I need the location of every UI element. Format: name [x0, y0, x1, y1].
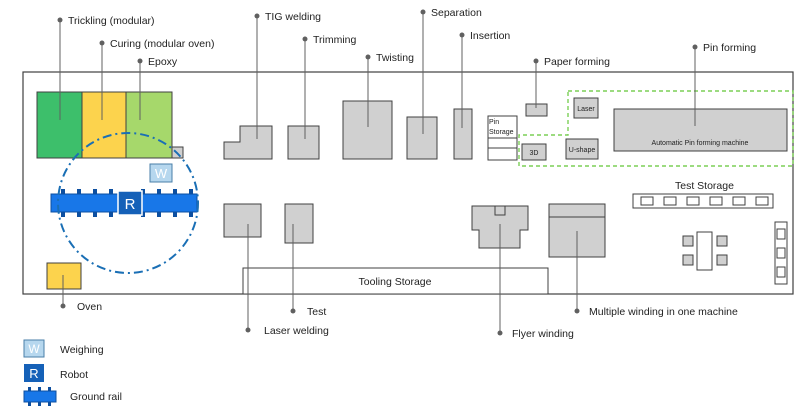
pin-forming-label: Pin forming: [703, 42, 756, 54]
insertion-machine: [453, 108, 473, 160]
robot-reach-circle: [57, 132, 199, 274]
automatic-pin-forming-machine: [613, 108, 788, 152]
tooling-storage-label: Tooling Storage: [359, 276, 432, 288]
twisting-label: Twisting: [376, 52, 414, 64]
pin-storage-label-line2: Storage: [489, 129, 514, 136]
three-d-label: 3D: [530, 150, 539, 157]
leader-lines: [59, 12, 696, 333]
three-d-station: [521, 143, 547, 161]
flyer-winding-label: Flyer winding: [512, 328, 574, 340]
test-storage-label: Test Storage: [675, 180, 734, 192]
legend: W Weighing R Robot Ground rail: [23, 339, 122, 406]
automatic-pin-forming-label: Automatic Pin forming machine: [652, 140, 749, 147]
legend-ground-rail-label: Ground rail: [70, 391, 122, 403]
laser-welding-label: Laser welding: [264, 325, 329, 337]
oven-label: Oven: [77, 301, 102, 313]
robot: [117, 190, 143, 216]
tooling-storage: [242, 267, 549, 295]
legend-weighing-swatch: [23, 339, 45, 358]
legend-ground-rail-swatch: [23, 387, 57, 406]
insertion-label: Insertion: [470, 30, 510, 42]
laser-label: Laser: [577, 106, 595, 113]
oven: [46, 262, 82, 290]
legend-robot-swatch: [24, 364, 44, 382]
curing-module: [81, 91, 127, 159]
legend-weighing-label: Weighing: [60, 344, 104, 356]
meeting-table: [682, 231, 728, 271]
test-storage-rack: [632, 193, 774, 209]
laser-welding-machine: [223, 203, 262, 238]
laser-station: [573, 97, 599, 119]
paper-forming-label: Paper forming: [544, 56, 610, 68]
separation-machine: [406, 116, 438, 160]
robot-marker: R: [125, 196, 136, 213]
separation-label: Separation: [431, 7, 482, 19]
u-shape-station: [565, 138, 599, 160]
trickling-label: Trickling (modular): [68, 15, 155, 27]
multiple-winding-label: Multiple winding in one machine: [589, 306, 738, 318]
tig-welding-machine: [223, 125, 273, 160]
u-shape-label: U-shape: [569, 147, 596, 154]
flyer-winding-unit: [494, 205, 506, 216]
pin-forming-zone: [518, 90, 794, 167]
trimming-label: Trimming: [313, 34, 357, 46]
tig-welding-label: TIG welding: [265, 11, 321, 23]
legend-weighing-icon: W: [28, 342, 40, 356]
test-label: Test: [307, 306, 326, 318]
weighing-marker: W: [155, 166, 168, 181]
cabinet: [774, 221, 788, 285]
pin-storage-label-line1: Pin: [489, 119, 499, 126]
trimming-machine: [287, 125, 320, 160]
pin-storage: [487, 115, 518, 161]
leader-dots: [57, 9, 698, 336]
test-machine: [284, 203, 314, 244]
curing-label: Curing (modular oven): [110, 38, 214, 50]
weighing-station: [149, 163, 173, 183]
epoxy-module: [125, 91, 173, 159]
legend-robot-icon: R: [29, 366, 38, 381]
epoxy-label: Epoxy: [148, 56, 178, 68]
legend-robot-label: Robot: [60, 369, 88, 381]
